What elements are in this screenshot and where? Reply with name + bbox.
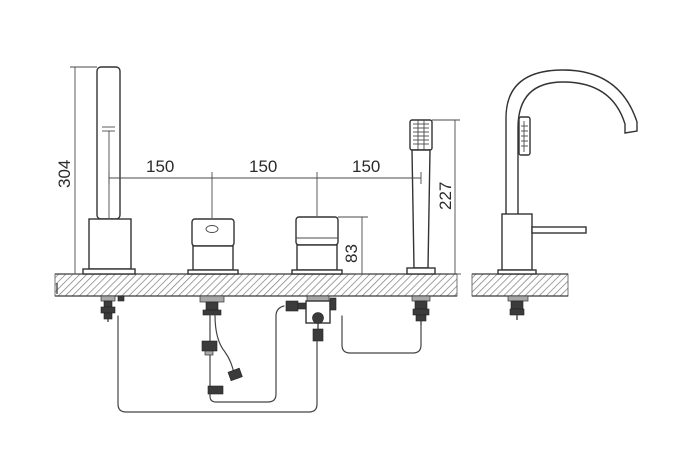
dim-label-83: 83 (342, 244, 361, 263)
deck-section-main (54, 273, 458, 297)
dim-label-spacing-2: 150 (249, 157, 277, 176)
supply-hoses (117, 305, 422, 413)
dim-spout-height: 304 (55, 66, 97, 275)
left-valve (187, 218, 239, 316)
dim-label-227: 227 (436, 182, 455, 210)
dim-valve-height: 83 (338, 216, 368, 275)
dim-label-spacing-3: 150 (352, 157, 380, 176)
deck-section-side (471, 273, 569, 297)
dim-label-304: 304 (55, 160, 74, 188)
spout-side (497, 69, 638, 320)
dim-label-spacing-1: 150 (146, 157, 174, 176)
dim-spacing: 150 150 150 (108, 157, 422, 218)
dim-handshower-height: 227 (432, 119, 461, 275)
right-valve (285, 216, 343, 342)
handshower-front (406, 119, 436, 325)
spout-front (82, 66, 136, 322)
